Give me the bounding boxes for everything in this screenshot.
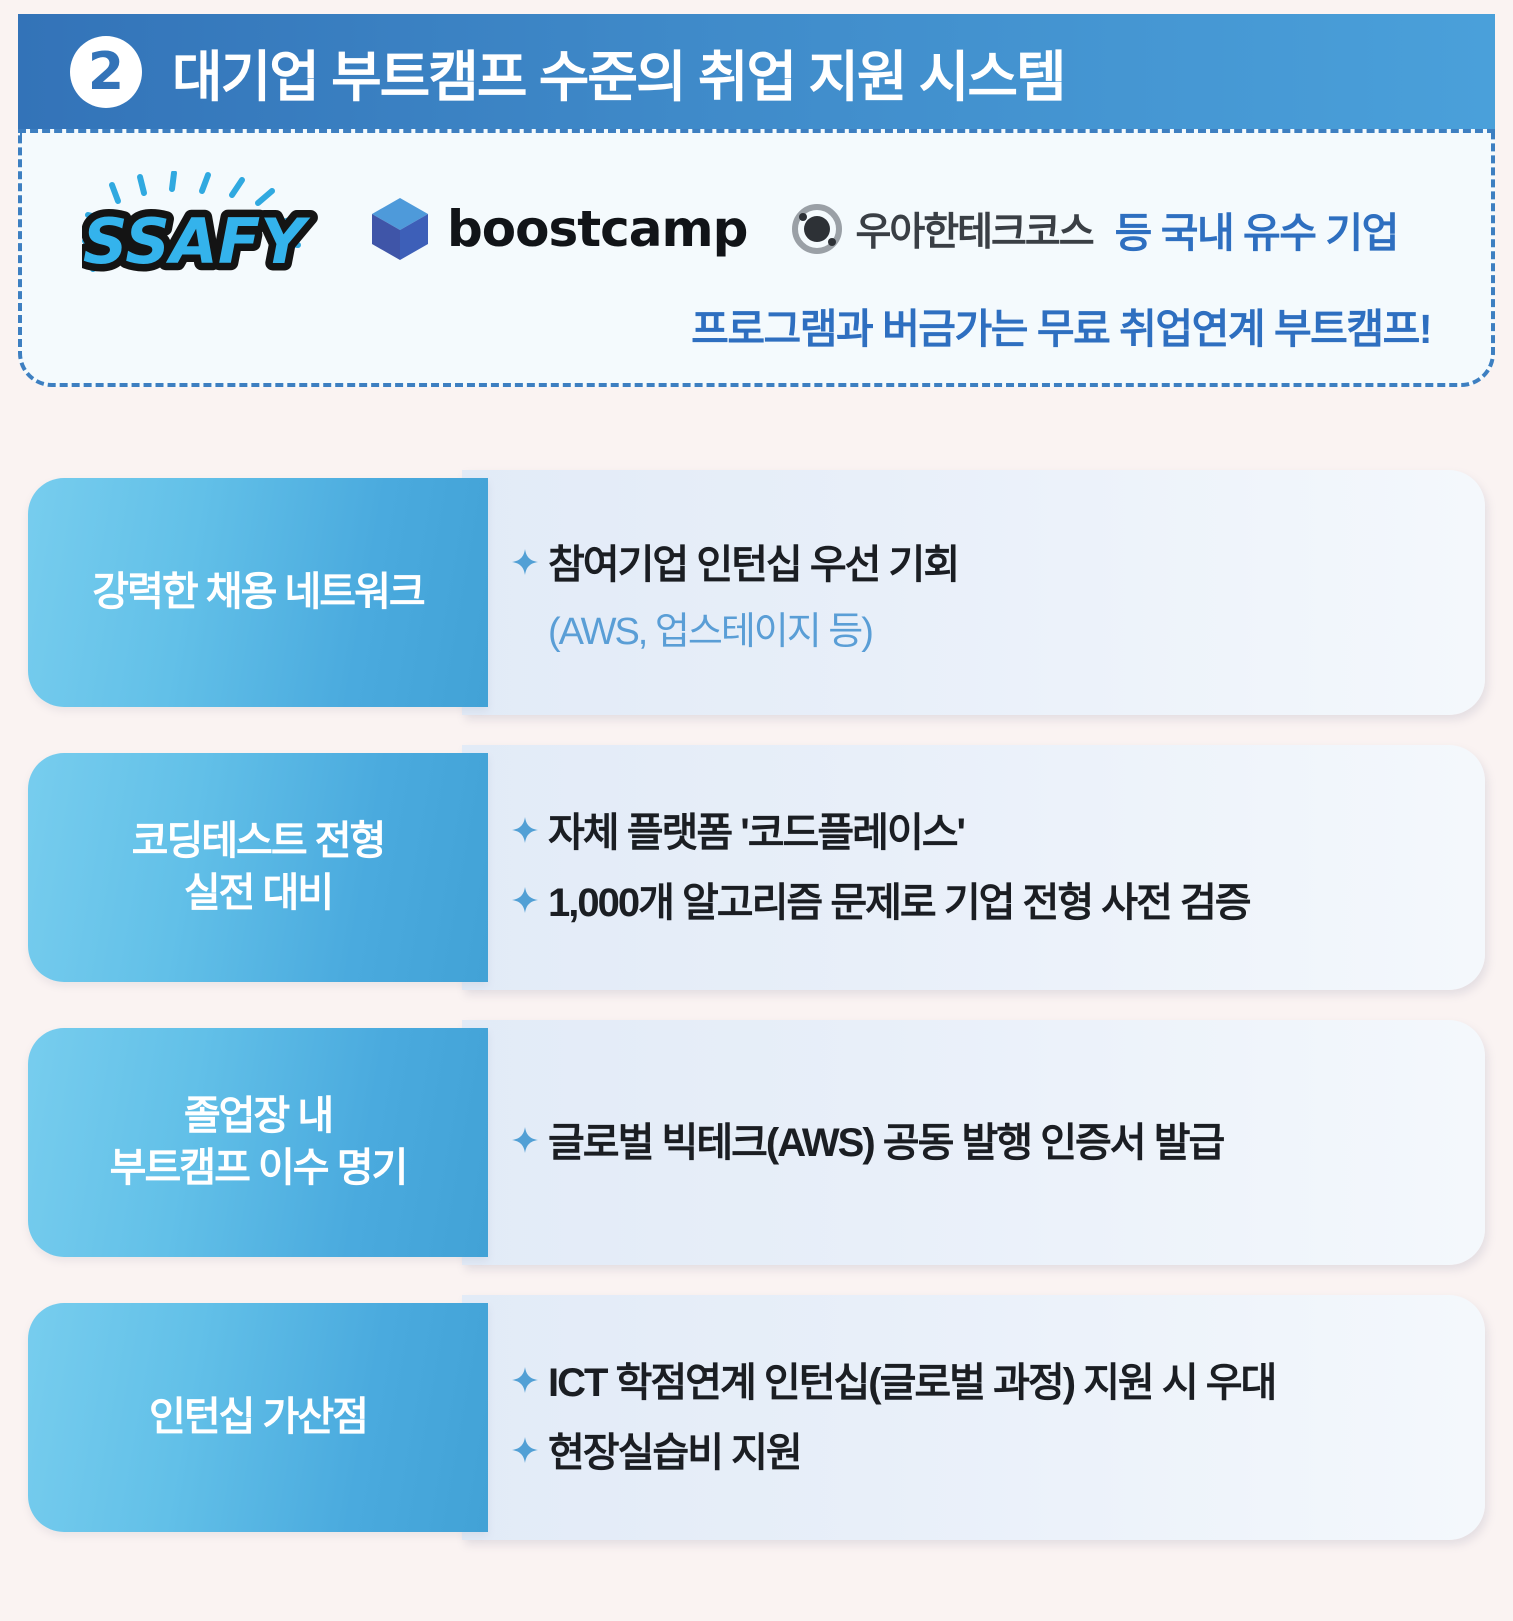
bullet-text: 참여기업 인턴십 우선 기회 [548, 543, 960, 587]
bullet-item: 1,000개 알고리즘 문제로 기업 전형 사전 검증 [512, 877, 1455, 929]
diamond-bullet-icon [512, 886, 548, 918]
diamond-bullet-icon [512, 1436, 548, 1468]
woowahan-techcourse-logo: 우아한테크코스 [791, 201, 1095, 257]
feature-card: ICT 학점연계 인턴십(글로벌 과정) 지원 시 우대 현장실습비 지원 인턴… [0, 1295, 1513, 1540]
card-label-text: 인턴십 가산점 [149, 1394, 369, 1439]
section-number-badge: 2 [70, 35, 142, 108]
svg-text:SSAFY: SSAFY [83, 205, 311, 278]
card-content-panel: 참여기업 인턴십 우선 기회 (AWS, 업스테이지 등) [462, 470, 1485, 715]
diamond-bullet-icon [512, 1366, 548, 1398]
boostcamp-wordmark: boostcamp [447, 199, 748, 258]
card-label-text: 강력한 채용 네트워크 [92, 569, 425, 614]
diamond-bullet-icon [512, 816, 548, 848]
feature-card: 참여기업 인턴십 우선 기회 (AWS, 업스테이지 등) 강력한 채용 네트워… [0, 470, 1513, 715]
cube-icon [372, 197, 428, 260]
bullet-text: ICT 학점연계 인턴십(글로벌 과정) 지원 시 우대 [548, 1360, 1277, 1405]
card-content-panel: ICT 학점연계 인턴십(글로벌 과정) 지원 시 우대 현장실습비 지원 [462, 1295, 1485, 1540]
ring-icon [792, 203, 843, 254]
diamond-bullet-icon [512, 549, 548, 580]
card-content-panel: 글로벌 빅테크(AWS) 공동 발행 인증서 발급 [462, 1020, 1485, 1265]
bullet-text: 글로벌 빅테크(AWS) 공동 발행 인증서 발급 [548, 1120, 1225, 1165]
card-content-panel: 자체 플랫폼 '코드플레이스' 1,000개 알고리즘 문제로 기업 전형 사전… [462, 745, 1485, 990]
card-label-block: 인턴십 가산점 [28, 1303, 488, 1532]
boostcamp-logo: boostcamp [369, 196, 748, 262]
partner-logo-banner: SSAFY SSAFY boostcamp [18, 129, 1495, 387]
bullet-text: 현장실습비 지원 [548, 1430, 803, 1475]
feature-card-list: 참여기업 인턴십 우선 기회 (AWS, 업스테이지 등) 강력한 채용 네트워… [0, 470, 1513, 1570]
woowahan-wordmark: 우아한테크코스 [855, 210, 1094, 254]
svg-text:SSAFY: SSAFY [83, 205, 311, 278]
banner-line-2: 프로그램과 버금가는 무료 취업연계 부트캠프! [691, 306, 1432, 352]
bullet-item: 자체 플랫폼 '코드플레이스' [512, 807, 1455, 859]
card-label-block: 강력한 채용 네트워크 [28, 478, 488, 707]
bullet-item: 글로벌 빅테크(AWS) 공동 발행 인증서 발급 [512, 1117, 1455, 1169]
bullet-item: 현장실습비 지원 [512, 1427, 1455, 1479]
bullet-text: 1,000개 알고리즘 문제로 기업 전형 사전 검증 [548, 880, 1252, 925]
ssafy-logo: SSAFY SSAFY [82, 171, 327, 286]
banner-tail-text: 등 국내 유수 기업 [1114, 209, 1400, 256]
diamond-bullet-icon [512, 1126, 548, 1158]
section-header: 2 대기업 부트캠프 수준의 취업 지원 시스템 [18, 14, 1495, 129]
bullet-item: ICT 학점연계 인턴십(글로벌 과정) 지원 시 우대 [512, 1357, 1455, 1409]
page-title: 대기업 부트캠프 수준의 취업 지원 시스템 [172, 45, 1067, 108]
bullet-text: 자체 플랫폼 '코드플레이스' [548, 810, 966, 855]
bullet-subtext: (AWS, 업스테이지 등) [548, 611, 874, 653]
bullet-item: 참여기업 인턴십 우선 기회 [512, 539, 1455, 591]
feature-card: 자체 플랫폼 '코드플레이스' 1,000개 알고리즘 문제로 기업 전형 사전… [0, 745, 1513, 990]
banner-line-1: SSAFY SSAFY boostcamp [22, 171, 1491, 286]
